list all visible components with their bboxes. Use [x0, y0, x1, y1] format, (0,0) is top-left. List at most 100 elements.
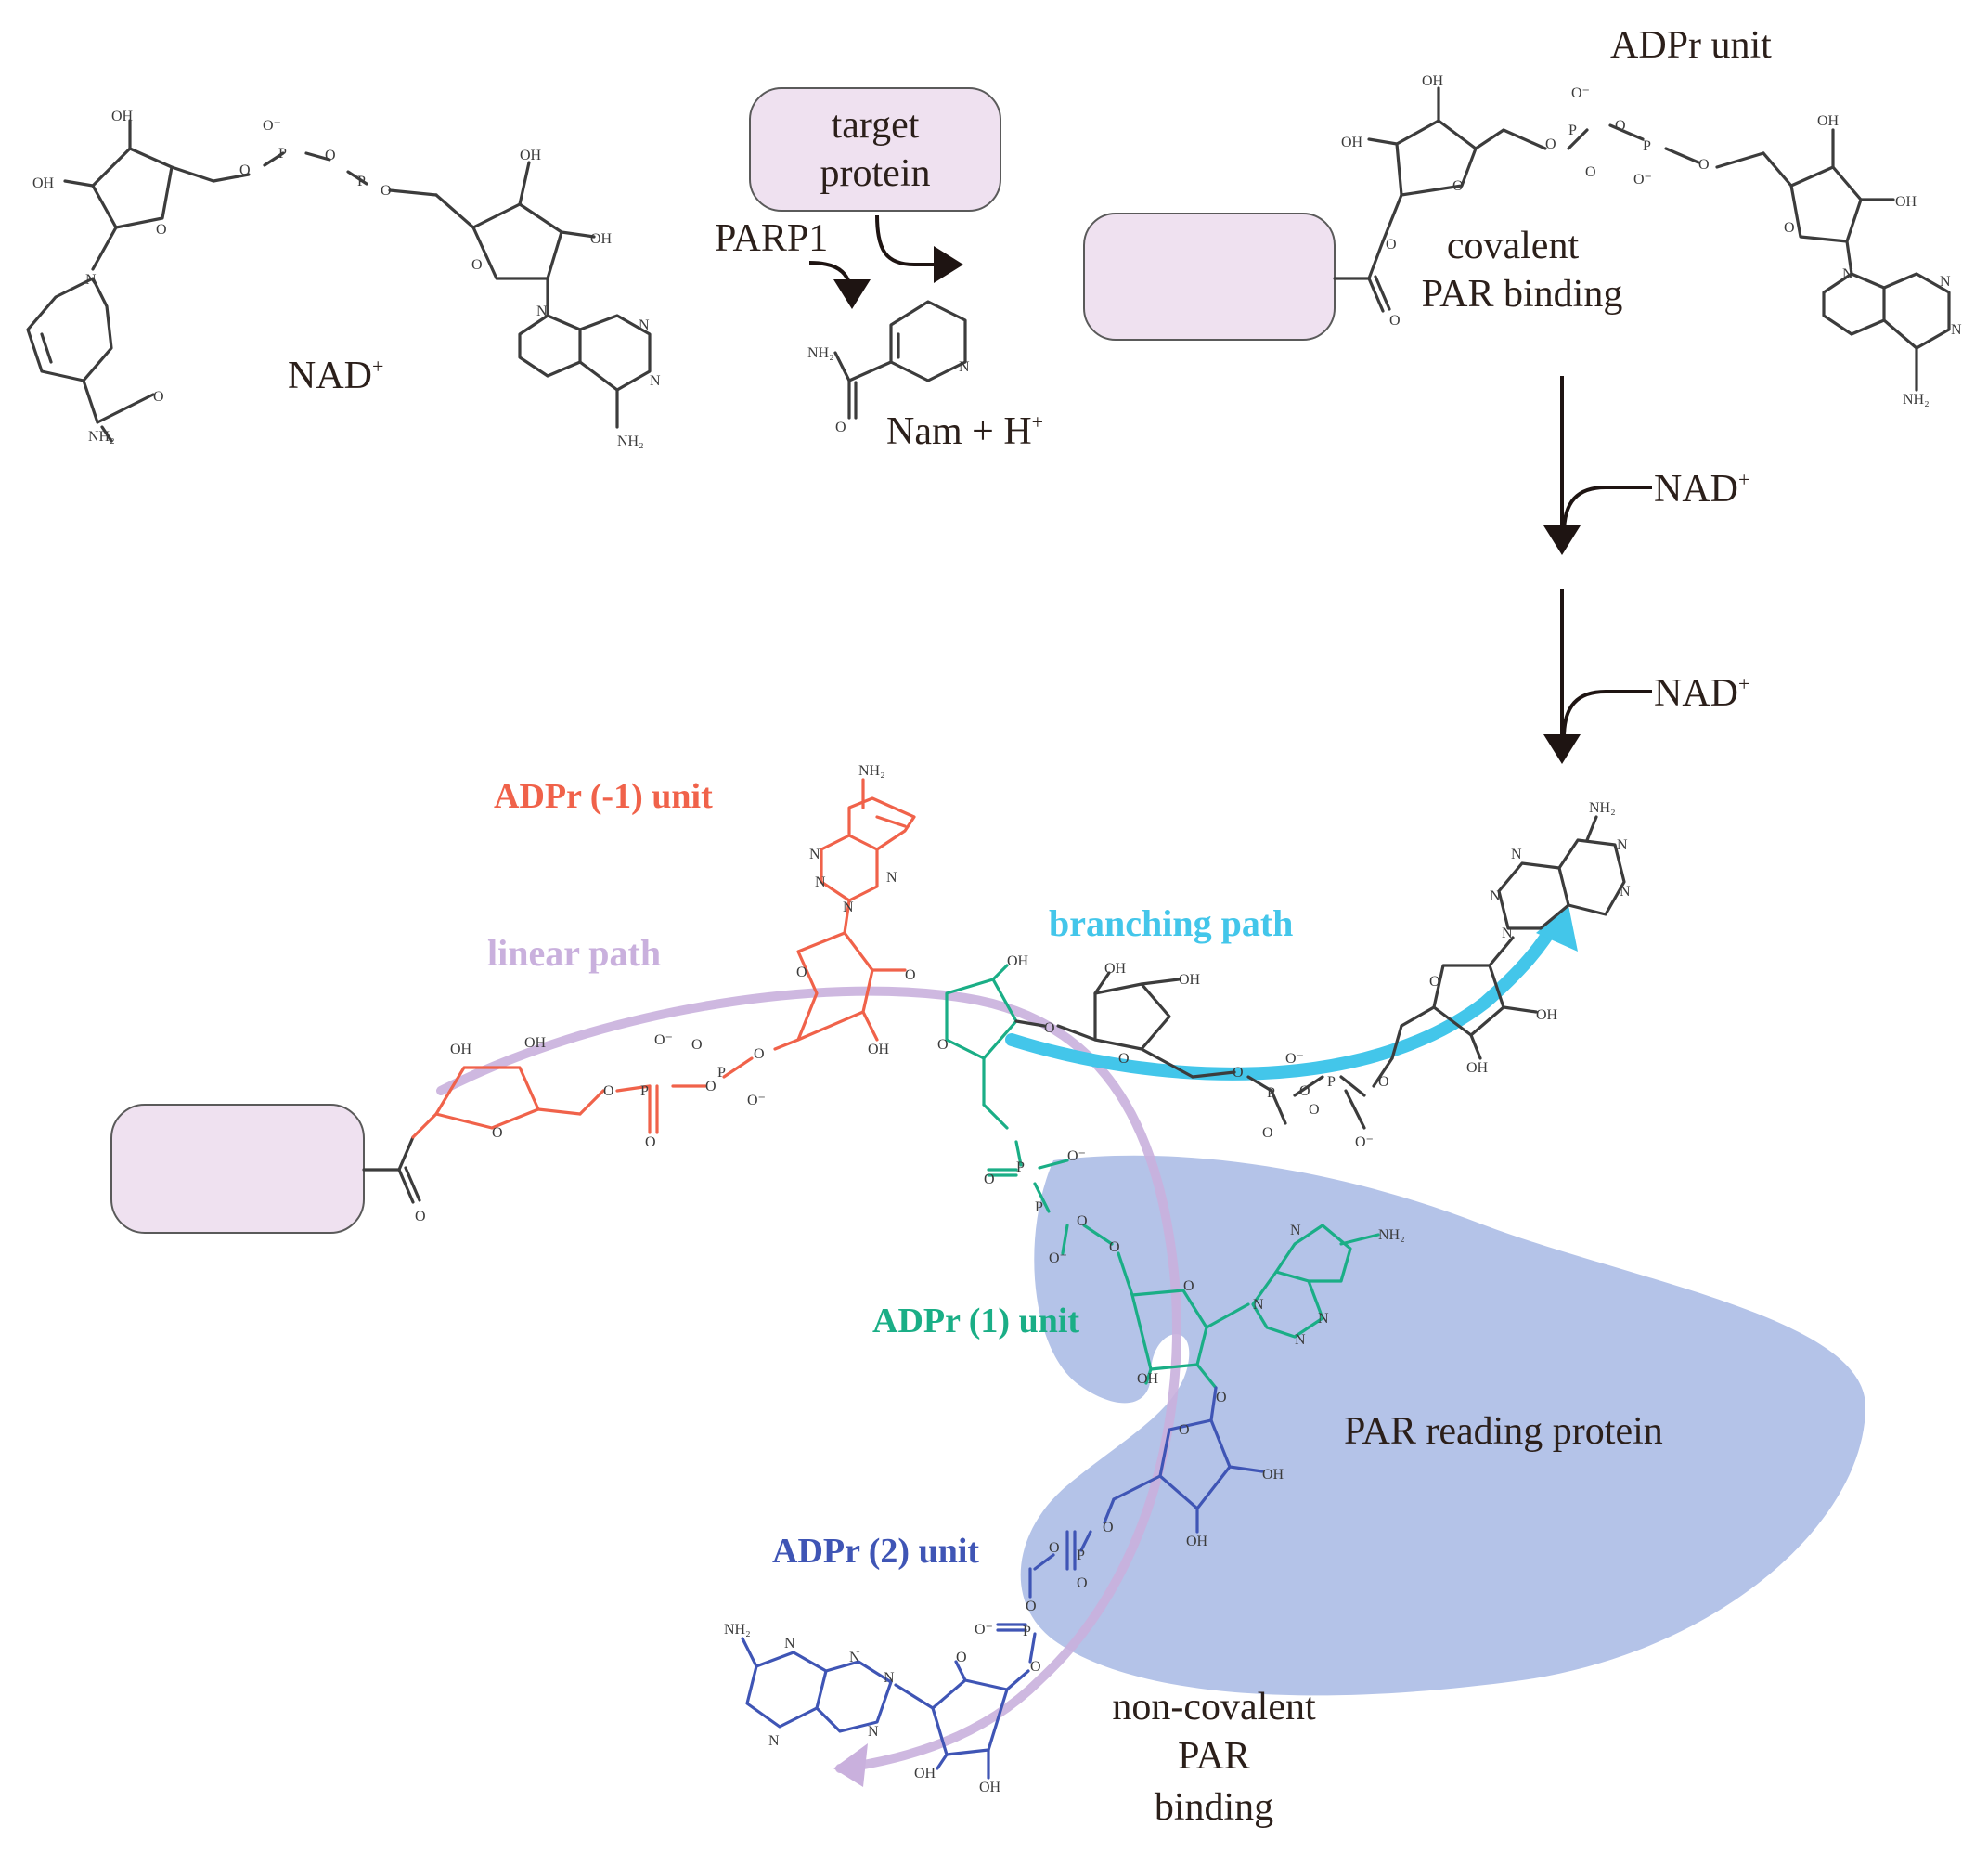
svg-text:O⁻: O⁻ — [1633, 172, 1652, 188]
svg-text:OH: OH — [1137, 1371, 1159, 1387]
svg-text:O⁻: O⁻ — [975, 1622, 993, 1638]
elongation-arrow-2 — [1543, 589, 1652, 764]
svg-text:O: O — [603, 1083, 614, 1099]
svg-text:N: N — [85, 272, 97, 288]
svg-text:N: N — [959, 359, 970, 375]
svg-text:O: O — [1030, 1659, 1041, 1675]
svg-text:O⁻: O⁻ — [654, 1032, 673, 1048]
target-protein-label-2: protein — [820, 152, 931, 195]
svg-text:NH₂: NH₂ — [1378, 1227, 1405, 1243]
parp1-reaction-arrow — [808, 214, 963, 309]
svg-text:OH: OH — [1262, 1467, 1284, 1483]
svg-text:O⁻: O⁻ — [1049, 1250, 1067, 1266]
adpr-unit-molecule — [1333, 86, 1951, 392]
svg-text:NH₂: NH₂ — [617, 434, 644, 449]
nad-atoms: OH OH O N O NH₂ O P O⁻ O P O OH OH O N N… — [32, 109, 661, 449]
nad-step-1-label: NAD+ — [1654, 468, 1749, 511]
target-protein-box — [749, 87, 1001, 212]
svg-text:OH: OH — [520, 148, 542, 163]
svg-text:P: P — [1016, 1159, 1025, 1175]
nam-h-label: Nam + H+ — [886, 410, 1043, 453]
svg-text:O: O — [1103, 1520, 1114, 1535]
linear-path-arrow — [436, 986, 1182, 1787]
svg-text:O⁻: O⁻ — [1355, 1134, 1374, 1150]
adpr-2-molecule — [741, 1386, 1264, 1780]
adpr-minus1-label: ADPr (-1) unit — [494, 777, 713, 816]
svg-text:OH: OH — [1817, 113, 1840, 129]
svg-text:O: O — [156, 222, 167, 238]
svg-text:N: N — [536, 304, 548, 319]
svg-text:OH: OH — [914, 1766, 936, 1781]
svg-text:O: O — [835, 420, 846, 435]
svg-text:OH: OH — [524, 1035, 547, 1051]
svg-text:O: O — [1698, 157, 1710, 173]
nad-molecule — [26, 119, 652, 443]
svg-text:N: N — [815, 874, 826, 890]
nicotinamide-molecule — [833, 300, 967, 420]
svg-text:N: N — [1620, 884, 1631, 900]
covalent-label-2: PAR binding — [1422, 273, 1623, 316]
svg-text:O: O — [1585, 164, 1596, 180]
svg-text:P: P — [1327, 1074, 1336, 1090]
svg-text:N: N — [886, 870, 897, 886]
svg-text:N: N — [1940, 274, 1951, 290]
nad-step-2-label: NAD+ — [1654, 672, 1749, 715]
svg-text:OH: OH — [111, 109, 134, 124]
svg-text:NH₂: NH₂ — [88, 429, 115, 445]
svg-text:O: O — [1389, 313, 1401, 329]
svg-text:O: O — [471, 257, 483, 273]
svg-text:O: O — [1386, 237, 1397, 253]
svg-text:P: P — [1023, 1624, 1031, 1639]
svg-text:OH: OH — [450, 1042, 472, 1057]
svg-text:OH: OH — [590, 231, 613, 247]
elongation-arrow-1 — [1543, 376, 1652, 555]
noncovalent-label-3: binding — [1155, 1786, 1273, 1829]
svg-text:N: N — [809, 847, 820, 862]
svg-text:O: O — [705, 1079, 716, 1094]
adpr-minus1-molecule — [411, 778, 916, 1139]
svg-text:NH₂: NH₂ — [1903, 392, 1930, 408]
svg-text:OH: OH — [1466, 1060, 1489, 1076]
svg-text:O: O — [239, 162, 251, 178]
svg-text:N: N — [868, 1724, 879, 1740]
target-protein-label-1: target — [832, 104, 920, 147]
svg-text:O: O — [1183, 1278, 1194, 1294]
svg-text:NH₂: NH₂ — [1589, 800, 1616, 816]
svg-text:N: N — [849, 1650, 860, 1665]
svg-text:N: N — [843, 900, 854, 915]
svg-text:O⁻: O⁻ — [747, 1093, 766, 1108]
svg-text:O: O — [1262, 1125, 1273, 1141]
noncovalent-label-2: PAR — [1178, 1735, 1250, 1778]
noncovalent-label-1: non-covalent — [1112, 1686, 1316, 1729]
svg-text:O⁻: O⁻ — [1285, 1051, 1304, 1067]
adpr-2-label: ADPr (2) unit — [772, 1532, 979, 1571]
svg-text:O: O — [1378, 1074, 1389, 1090]
parp1-label: PARP1 — [715, 217, 828, 260]
svg-text:NH₂: NH₂ — [724, 1622, 751, 1638]
svg-text:N: N — [1511, 847, 1522, 862]
svg-text:OH: OH — [1895, 194, 1917, 210]
svg-text:P: P — [1568, 123, 1577, 138]
svg-text:O: O — [325, 148, 336, 163]
svg-text:N: N — [1951, 322, 1962, 338]
svg-text:N: N — [884, 1670, 895, 1686]
par-reading-protein-shape — [1020, 1155, 1865, 1696]
svg-text:O: O — [1452, 178, 1464, 194]
svg-text:P: P — [1077, 1548, 1085, 1563]
svg-text:O: O — [691, 1037, 703, 1053]
svg-text:OH: OH — [868, 1042, 890, 1057]
svg-text:N: N — [1842, 266, 1853, 282]
svg-text:O⁻: O⁻ — [1067, 1148, 1086, 1164]
svg-text:P: P — [1267, 1085, 1275, 1101]
covalent-label-1: covalent — [1447, 225, 1580, 267]
svg-text:O: O — [1784, 220, 1795, 236]
svg-text:O⁻: O⁻ — [263, 118, 281, 134]
svg-text:O: O — [937, 1037, 949, 1053]
svg-text:N: N — [1490, 888, 1501, 904]
svg-text:OH: OH — [1186, 1534, 1208, 1549]
svg-text:OH: OH — [1536, 1007, 1558, 1023]
svg-text:NH₂: NH₂ — [858, 763, 885, 779]
svg-text:NH₂: NH₂ — [807, 345, 834, 361]
svg-text:N: N — [768, 1733, 780, 1749]
